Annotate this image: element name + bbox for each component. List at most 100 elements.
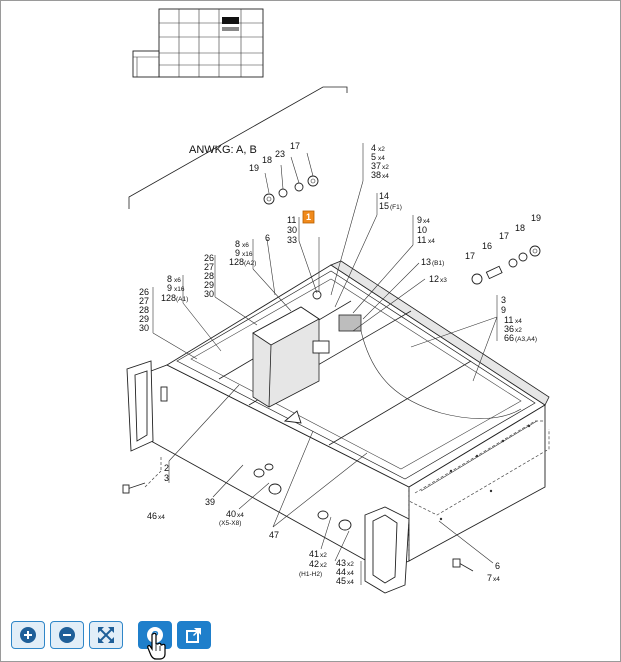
svg-text:23: 23	[275, 149, 285, 159]
svg-text:x4: x4	[423, 218, 430, 225]
svg-text:x4: x4	[382, 173, 389, 180]
front-connectors	[160, 386, 352, 531]
svg-text:14: 14	[379, 191, 389, 201]
fit-to-screen-button[interactable]	[89, 621, 123, 649]
warning-triangle	[283, 410, 302, 424]
svg-text:37: 37	[371, 161, 381, 171]
svg-text:9: 9	[417, 215, 422, 225]
svg-text:17: 17	[499, 231, 509, 241]
svg-text:30: 30	[139, 323, 149, 333]
svg-text:6: 6	[265, 233, 270, 243]
model-note: ANWKG: A, B	[189, 144, 257, 156]
svg-text:x2: x2	[320, 562, 327, 569]
external-link-icon	[186, 628, 201, 643]
svg-text:11: 11	[287, 215, 296, 225]
zoom-in-button[interactable]	[11, 621, 45, 649]
svg-text:(B1): (B1)	[432, 260, 444, 267]
svg-text:x4: x4	[237, 512, 244, 519]
svg-text:17: 17	[465, 251, 475, 261]
svg-text:40: 40	[226, 509, 236, 519]
hardware-left	[263, 175, 319, 205]
svg-text:x4: x4	[493, 576, 500, 583]
svg-text:7: 7	[487, 573, 492, 583]
svg-text:6: 6	[495, 561, 500, 571]
svg-text:29: 29	[139, 314, 149, 324]
svg-text:5: 5	[371, 152, 376, 162]
chassis-assembly	[126, 260, 550, 594]
svg-text:x2: x2	[347, 561, 354, 568]
svg-text:2: 2	[164, 463, 169, 473]
svg-text:33: 33	[287, 235, 297, 245]
svg-text:44: 44	[336, 567, 346, 577]
svg-text:4: 4	[371, 143, 376, 153]
svg-text:19: 19	[249, 163, 259, 173]
screw-46	[122, 482, 146, 494]
svg-text:1: 1	[306, 212, 311, 222]
svg-text:x6: x6	[242, 242, 249, 249]
svg-text:12: 12	[429, 274, 439, 284]
svg-text:30: 30	[287, 225, 297, 235]
svg-text:66: 66	[504, 333, 514, 343]
svg-text:18: 18	[262, 155, 272, 165]
svg-text:26: 26	[139, 287, 149, 297]
highlighted-callout-tag[interactable]	[302, 210, 315, 224]
svg-text:27: 27	[204, 262, 214, 272]
svg-text:x3: x3	[440, 277, 447, 284]
svg-text:x4: x4	[158, 514, 165, 521]
svg-text:19: 19	[531, 213, 541, 223]
svg-text:17: 17	[290, 141, 300, 151]
connector-block	[338, 314, 362, 332]
bolt-11	[312, 237, 322, 300]
svg-text:39: 39	[205, 497, 215, 507]
svg-text:x2: x2	[320, 552, 327, 559]
svg-text:x4: x4	[428, 238, 435, 245]
svg-text:x16: x16	[174, 286, 185, 293]
svg-text:26: 26	[204, 253, 214, 263]
expand-arrows-icon	[98, 627, 114, 643]
svg-text:43: 43	[336, 558, 346, 568]
view-outline	[128, 86, 348, 209]
svg-text:45: 45	[336, 576, 346, 586]
svg-text:x2: x2	[382, 164, 389, 171]
svg-text:11: 11	[417, 235, 426, 245]
svg-text:41: 41	[309, 549, 319, 559]
svg-text:128: 128	[161, 293, 176, 303]
leader-lines	[152, 143, 498, 585]
screw-7	[452, 558, 474, 572]
svg-text:(A3,A4): (A3,A4)	[515, 336, 537, 343]
svg-text:x6: x6	[174, 277, 181, 284]
open-external-button[interactable]	[177, 621, 211, 649]
svg-text:(A2): (A2)	[244, 260, 256, 267]
svg-text:38: 38	[371, 170, 381, 180]
svg-text:x2: x2	[515, 327, 522, 334]
svg-text:36: 36	[504, 324, 514, 334]
svg-text:10: 10	[417, 225, 427, 235]
svg-text:(H1-H2): (H1-H2)	[299, 571, 322, 578]
svg-text:27: 27	[139, 296, 149, 306]
hardware-right	[471, 245, 541, 285]
svg-text:x16: x16	[242, 251, 253, 258]
zoom-in-icon	[20, 627, 36, 643]
svg-text:29: 29	[204, 280, 214, 290]
svg-text:9: 9	[235, 248, 240, 258]
svg-text:15: 15	[379, 201, 389, 211]
svg-text:28: 28	[204, 271, 214, 281]
svg-text:18: 18	[515, 223, 525, 233]
svg-text:128: 128	[229, 257, 244, 267]
zoom-out-icon	[59, 627, 75, 643]
cabinet-locator-thumbnail	[132, 8, 264, 78]
svg-text:28: 28	[139, 305, 149, 315]
svg-text:9: 9	[501, 305, 506, 315]
svg-text:x4: x4	[515, 318, 522, 325]
svg-text:42: 42	[309, 559, 319, 569]
svg-text:11: 11	[504, 315, 513, 325]
svg-text:x4: x4	[378, 155, 385, 162]
svg-text:46: 46	[147, 511, 157, 521]
svg-text:3: 3	[501, 295, 506, 305]
svg-text:(F1): (F1)	[390, 204, 402, 211]
zoom-out-button[interactable]	[50, 621, 84, 649]
svg-text:13: 13	[421, 257, 431, 267]
